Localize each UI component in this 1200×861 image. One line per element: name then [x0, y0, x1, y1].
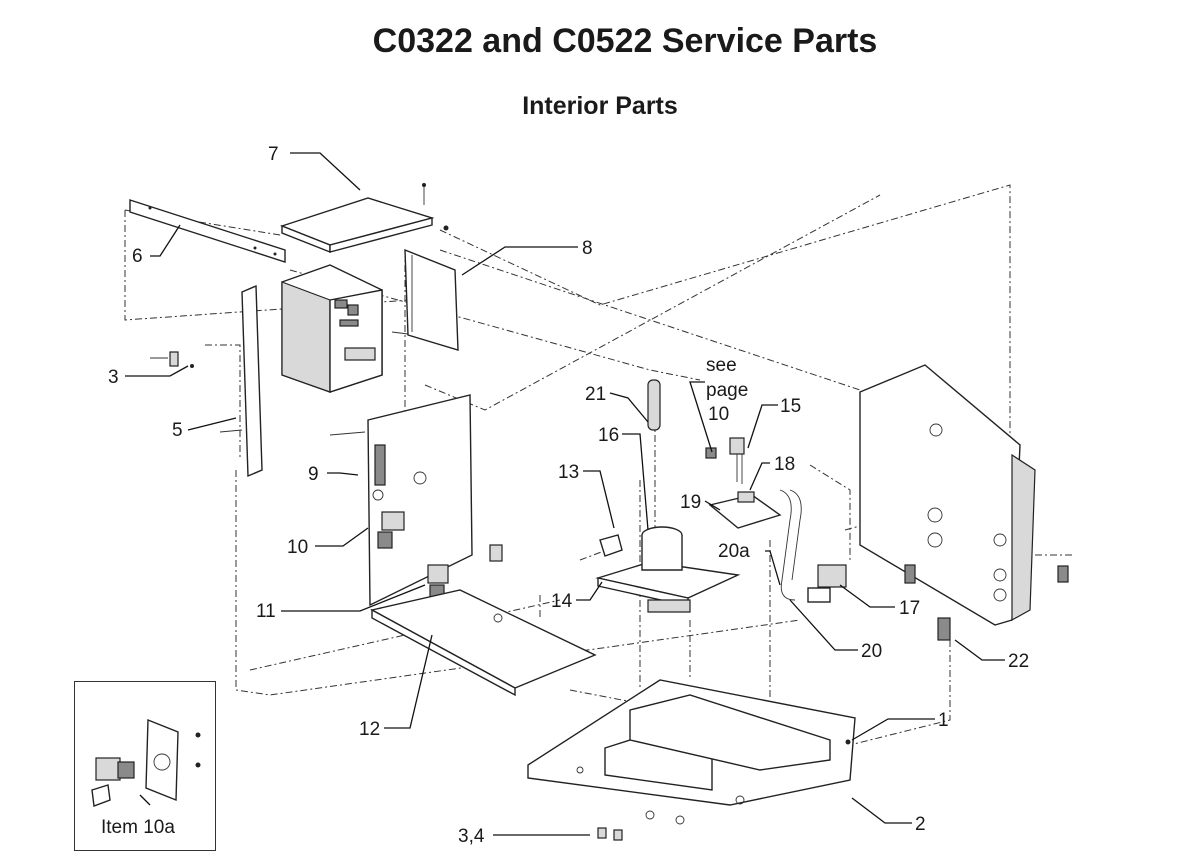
callout-6: 6	[132, 246, 143, 267]
inset-item-10a-box	[74, 681, 216, 851]
vertical-bracket-part	[219, 284, 263, 478]
motor-assembly-part	[595, 526, 741, 613]
callout-8: 8	[582, 238, 593, 259]
right-cabinet-part	[859, 364, 1036, 626]
page-subtitle: Interior Parts	[522, 92, 678, 120]
back-panel-part	[329, 394, 473, 607]
valve-part	[377, 511, 405, 549]
inset-label: Item 10a	[101, 817, 175, 838]
drip-tray-part	[370, 544, 597, 697]
board-part	[708, 491, 782, 529]
latch-part	[904, 564, 1069, 641]
callout-16: 16	[598, 425, 619, 446]
page-title: C0322 and C0522 Service Parts	[372, 22, 878, 60]
callout-5: 5	[172, 420, 183, 441]
rail-part	[129, 199, 286, 263]
callout-labels: 7 6 8 3 5 9 10 11 12 21 16 13 14 15 18 1…	[108, 144, 1029, 847]
hose-part	[779, 489, 802, 601]
callout-12: 12	[359, 719, 380, 740]
sensor-part	[705, 437, 745, 484]
callout-13: 13	[558, 462, 579, 483]
base-pan-part	[527, 679, 856, 841]
top-cover-part	[279, 183, 449, 254]
callout-11: 11	[256, 601, 276, 622]
callout-17: 17	[899, 598, 920, 619]
switch-part	[807, 564, 847, 603]
callout-19: 19	[680, 492, 701, 513]
small-bracket-part	[150, 351, 194, 368]
callout-20a: 20a	[718, 541, 750, 562]
callout-21: 21	[585, 384, 606, 405]
callout-3: 3	[108, 367, 119, 388]
callout-18: 18	[774, 454, 795, 475]
see-page-line1: see	[706, 355, 737, 376]
callout-10: 10	[287, 537, 308, 558]
callout-20: 20	[861, 641, 882, 662]
callout-1: 1	[938, 710, 949, 731]
callout-9: 9	[308, 464, 319, 485]
see-page-line2: page	[706, 380, 748, 401]
tube-part	[647, 379, 661, 431]
side-panel-part	[404, 248, 459, 351]
callout-14: 14	[551, 591, 573, 612]
control-box-part	[281, 264, 409, 393]
inset-valve-drawing	[91, 718, 201, 807]
leader-lines	[125, 152, 1005, 836]
see-page-line3: 10	[708, 404, 729, 425]
callout-15: 15	[780, 396, 801, 417]
callout-2: 2	[915, 814, 926, 835]
callout-22: 22	[1008, 651, 1029, 672]
elbow-part	[599, 534, 623, 557]
callout-3-4: 3,4	[458, 826, 485, 847]
callout-7: 7	[268, 144, 279, 165]
